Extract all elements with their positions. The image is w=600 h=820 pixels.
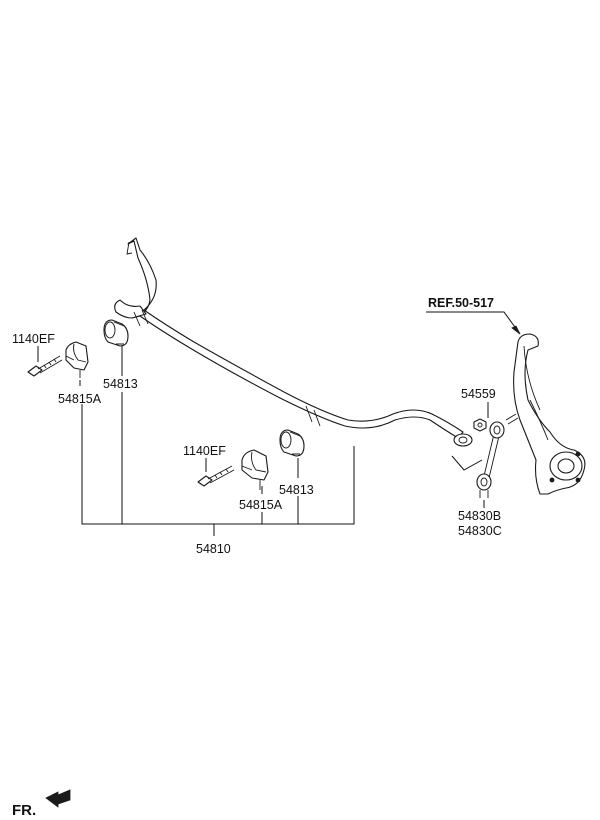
bushing-left xyxy=(103,319,129,347)
label-bolt-center: 1140EF xyxy=(183,444,226,458)
label-reference: REF.50-517 xyxy=(428,296,494,310)
bolt-left xyxy=(27,346,63,377)
label-stabilizer-bar: 54810 xyxy=(196,542,231,556)
front-indicator: FR. xyxy=(12,789,71,819)
front-arrow-icon xyxy=(45,789,71,808)
bracket-center xyxy=(241,449,269,490)
label-bolt-left: 1140EF xyxy=(12,332,55,346)
label-bushing-center: 54813 xyxy=(279,483,314,497)
label-bracket-left: 54815A xyxy=(58,392,102,406)
part-labels: 1140EF 54813 54815A 1140EF 54813 54815A … xyxy=(12,296,502,556)
stabilizer-link xyxy=(451,413,519,508)
bolt-center xyxy=(197,458,235,487)
label-bushing-left: 54813 xyxy=(103,377,138,391)
label-link-c: 54830C xyxy=(458,524,502,538)
steering-knuckle xyxy=(513,333,586,495)
label-nut: 54559 xyxy=(461,387,496,401)
leader-lines xyxy=(79,311,521,536)
label-bracket-center: 54815A xyxy=(239,498,283,512)
front-indicator-label: FR. xyxy=(12,802,36,819)
nut xyxy=(473,402,489,432)
stabilizer-bar xyxy=(114,237,473,447)
bushing-center xyxy=(279,429,305,457)
bracket-left xyxy=(65,341,89,378)
label-link-b: 54830B xyxy=(458,509,501,523)
